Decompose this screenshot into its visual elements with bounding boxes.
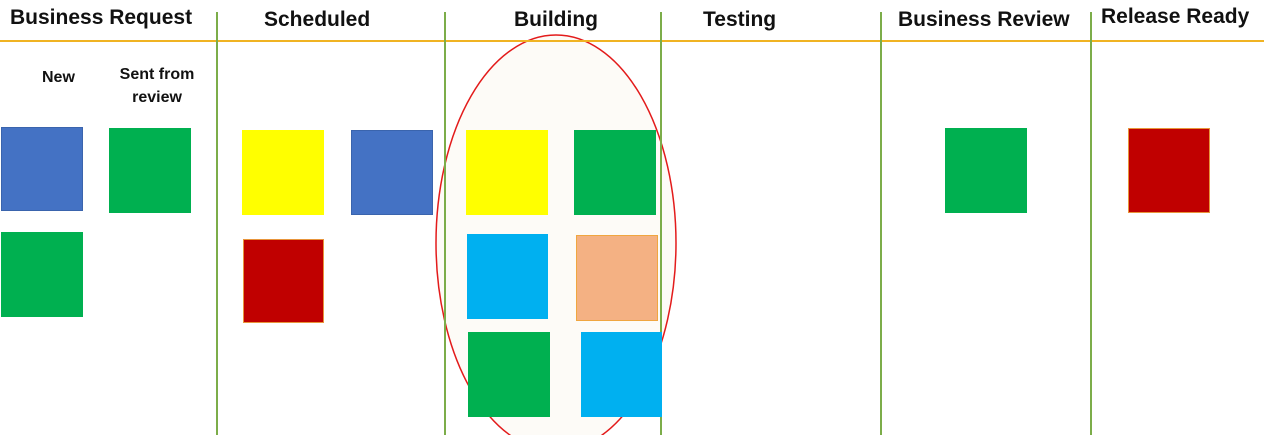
lane-header-new: New: [42, 69, 75, 86]
column-divider-1: [216, 12, 218, 435]
card-building-2[interactable]: [574, 130, 656, 215]
card-business-request-new-1[interactable]: [1, 127, 83, 211]
column-header-scheduled: Scheduled: [264, 8, 371, 31]
card-scheduled-1[interactable]: [242, 130, 324, 215]
card-business-request-sent-from-review-1[interactable]: [109, 128, 191, 213]
column-divider-3: [660, 12, 662, 435]
column-divider-5: [1090, 12, 1092, 435]
header-divider-line: [0, 40, 1264, 42]
lane-header-sent-from-review: Sent from review: [110, 63, 204, 109]
column-header-release-ready: Release Ready: [1101, 5, 1250, 28]
card-building-6[interactable]: [581, 332, 662, 417]
card-building-5[interactable]: [468, 332, 550, 417]
column-header-business-review: Business Review: [898, 8, 1070, 31]
lane-header-sent-from-review-line2: review: [132, 89, 182, 106]
column-header-business-request: Business Request: [10, 6, 193, 29]
card-scheduled-2[interactable]: [351, 130, 433, 215]
card-scheduled-3[interactable]: [243, 239, 324, 323]
column-header-testing: Testing: [703, 8, 777, 31]
card-business-request-new-2[interactable]: [1, 232, 83, 317]
card-building-3[interactable]: [467, 234, 548, 319]
lane-header-sent-from-review-line1: Sent from: [119, 66, 195, 83]
column-divider-4: [880, 12, 882, 435]
column-header-building: Building: [514, 8, 598, 31]
card-building-4[interactable]: [576, 235, 658, 321]
column-divider-2: [444, 12, 446, 435]
card-building-1[interactable]: [466, 130, 548, 215]
card-business-review-1[interactable]: [945, 128, 1027, 213]
card-release-ready-1[interactable]: [1128, 128, 1210, 213]
